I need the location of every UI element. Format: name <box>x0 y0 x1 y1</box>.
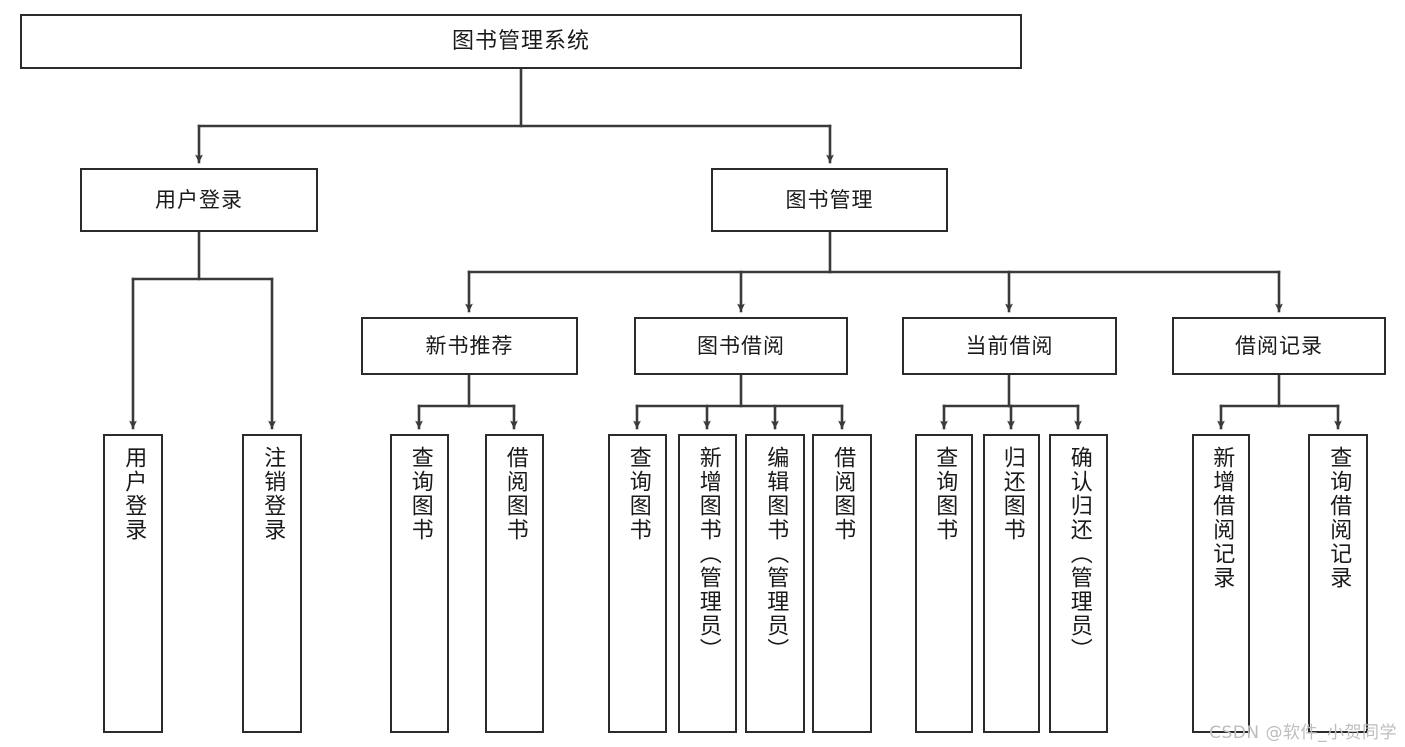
node-leaf-borrow-book-1[interactable]: 借阅图书 <box>485 434 544 733</box>
node-leaf-edit-book-label: 编辑图书（管理员） <box>763 446 789 662</box>
node-book-borrow-label: 图书借阅 <box>697 333 785 358</box>
node-leaf-user-login[interactable]: 用户登录 <box>103 434 163 733</box>
node-leaf-query-record[interactable]: 查询借阅记录 <box>1308 434 1368 733</box>
node-root[interactable]: 图书管理系统 <box>20 14 1022 69</box>
node-leaf-logout-label: 注销登录 <box>260 446 286 542</box>
node-leaf-logout[interactable]: 注销登录 <box>242 434 302 733</box>
node-book-manage-label: 图书管理 <box>785 187 874 212</box>
node-leaf-query-record-label: 查询借阅记录 <box>1326 446 1352 590</box>
node-new-book-rec-label: 新书推荐 <box>425 333 514 358</box>
node-leaf-borrow-book-1-label: 借阅图书 <box>502 446 528 542</box>
node-leaf-query-book-3-label: 查询图书 <box>932 446 958 542</box>
node-leaf-user-login-label: 用户登录 <box>121 446 147 542</box>
node-new-book-rec[interactable]: 新书推荐 <box>361 317 578 375</box>
node-leaf-borrow-book-2[interactable]: 借阅图书 <box>812 434 872 733</box>
node-leaf-query-book-3[interactable]: 查询图书 <box>915 434 973 733</box>
node-leaf-query-book-1[interactable]: 查询图书 <box>390 434 449 733</box>
node-leaf-query-book-2-label: 查询图书 <box>625 446 651 542</box>
node-leaf-query-book-2[interactable]: 查询图书 <box>608 434 667 733</box>
node-current-borrow-label: 当前借阅 <box>965 333 1054 358</box>
node-book-manage[interactable]: 图书管理 <box>711 168 948 232</box>
node-leaf-confirm-return-label: 确认归还（管理员） <box>1066 446 1092 662</box>
node-leaf-add-record-label: 新增借阅记录 <box>1209 446 1235 590</box>
node-leaf-query-book-1-label: 查询图书 <box>407 446 433 542</box>
node-borrow-record[interactable]: 借阅记录 <box>1172 317 1386 375</box>
node-borrow-record-label: 借阅记录 <box>1235 333 1323 358</box>
node-leaf-return-book[interactable]: 归还图书 <box>983 434 1040 733</box>
node-user-login-label: 用户登录 <box>155 187 243 212</box>
node-leaf-add-book-label: 新增图书（管理员） <box>695 446 721 662</box>
node-root-label: 图书管理系统 <box>451 28 590 54</box>
node-leaf-borrow-book-2-label: 借阅图书 <box>830 446 856 542</box>
node-leaf-add-book[interactable]: 新增图书（管理员） <box>678 434 737 733</box>
node-leaf-return-book-label: 归还图书 <box>999 446 1025 542</box>
node-book-borrow[interactable]: 图书借阅 <box>634 317 848 375</box>
node-user-login[interactable]: 用户登录 <box>80 168 318 232</box>
node-leaf-add-record[interactable]: 新增借阅记录 <box>1192 434 1250 733</box>
node-leaf-confirm-return[interactable]: 确认归还（管理员） <box>1049 434 1108 733</box>
node-leaf-edit-book[interactable]: 编辑图书（管理员） <box>745 434 805 733</box>
node-current-borrow[interactable]: 当前借阅 <box>902 317 1117 375</box>
